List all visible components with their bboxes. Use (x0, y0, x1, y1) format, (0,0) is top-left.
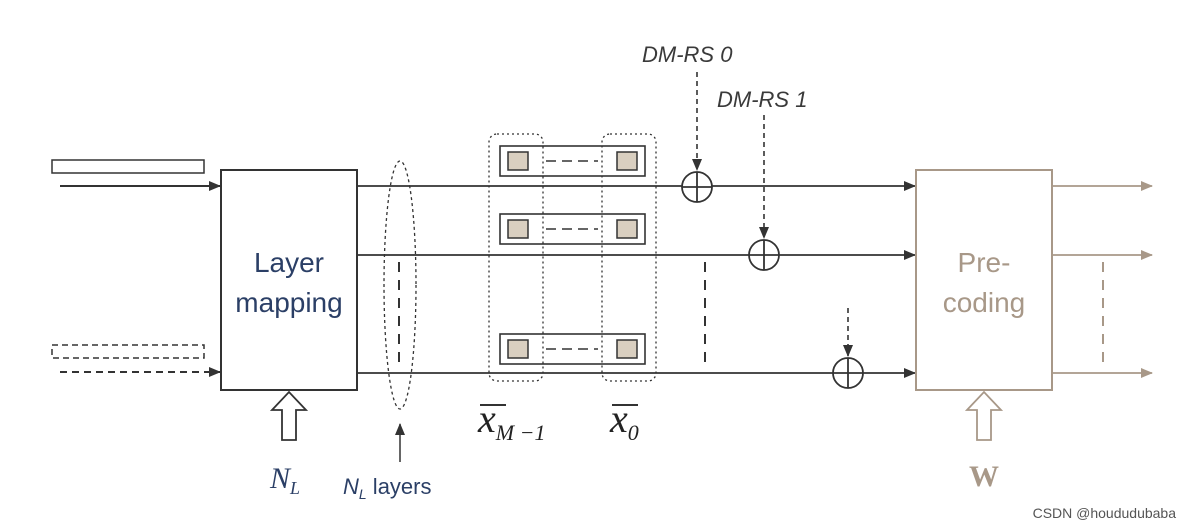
layer-mapping-box (220, 169, 358, 391)
symbol-row-0 (499, 145, 646, 177)
symbol-row-last (499, 333, 646, 365)
precoding-label-line2: coding (943, 287, 1026, 318)
adder-1 (748, 239, 780, 271)
column-group-x0 (601, 133, 657, 382)
input-codeword-1-bar (51, 344, 205, 359)
nl-input-hollow-arrow (269, 390, 309, 441)
dmrs1-label: DM-RS 1 (717, 87, 807, 112)
adder-0 (681, 171, 713, 203)
layer-mapping-label-line1: Layer (254, 247, 324, 278)
watermark: CSDN @hoududubaba (1033, 505, 1177, 521)
nl-label: NL (269, 462, 300, 498)
symbol-row-1 (499, 213, 646, 245)
precoding-label-line1: Pre- (958, 247, 1011, 278)
column-group-xm1 (488, 133, 544, 382)
input-codeword-0-bar (51, 159, 205, 174)
w-input-hollow-arrow (964, 390, 1004, 441)
nl-layers-label: NL layers (343, 474, 431, 502)
w-label: W (969, 460, 999, 493)
layers-group-ellipse (383, 160, 417, 410)
x0-label: x0 (609, 396, 639, 445)
x-m1-label: xM −1 (477, 396, 545, 445)
adder-last (832, 357, 864, 389)
layer-mapping-label-line2: mapping (235, 287, 342, 318)
dmrs0-label: DM-RS 0 (642, 42, 733, 67)
precoding-box (915, 169, 1053, 391)
